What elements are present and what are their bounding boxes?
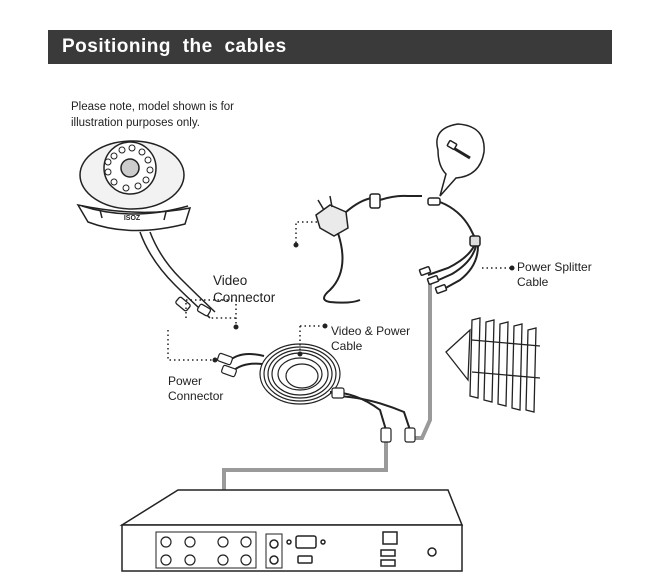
cable-coil-icon bbox=[217, 343, 416, 443]
dome-camera-icon bbox=[76, 140, 216, 319]
camera-brand-label: ISOZ bbox=[124, 215, 141, 222]
power-adapter-icon bbox=[315, 193, 422, 304]
splitter-fanout-icon bbox=[445, 317, 541, 413]
leader-dots bbox=[212, 242, 515, 363]
section-title: Positioning the cables bbox=[62, 36, 287, 57]
splitter-cable-icon bbox=[418, 197, 481, 294]
label-video-power-cable: Video & Power Cable bbox=[331, 324, 411, 353]
section-header: Positioning the cables bbox=[48, 30, 612, 64]
label-power-splitter-cable: Power Splitter Cable bbox=[517, 260, 592, 289]
label-power-connector: Power Connector bbox=[168, 374, 224, 403]
zoom-callout-icon bbox=[436, 123, 485, 197]
camera-brand-text: ISOZ bbox=[124, 215, 141, 222]
camera-connectors bbox=[175, 296, 212, 317]
illustration-note: Please note, model shown is for illustra… bbox=[71, 101, 235, 129]
dvr-recorder-icon bbox=[119, 489, 464, 572]
label-video-connector: Video Connector bbox=[213, 273, 276, 305]
leader-lines bbox=[167, 221, 512, 361]
